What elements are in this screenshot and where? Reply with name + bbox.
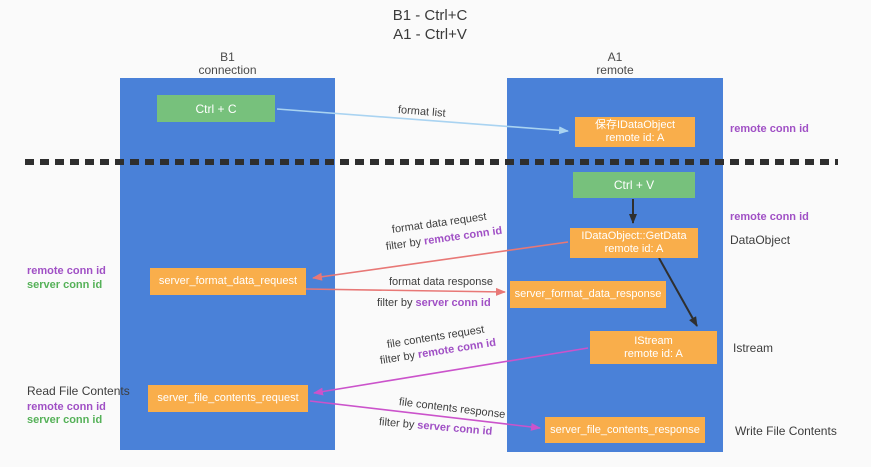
save-idataobject-box: 保存IDataObject remote id: A bbox=[575, 117, 695, 147]
filter-by-text: filter by bbox=[379, 349, 416, 367]
right-column-header: A1 remote bbox=[507, 51, 723, 77]
server-format-data-response-box: server_format_data_response bbox=[510, 281, 666, 308]
server-conn-id-left-label-2: server conn id bbox=[27, 414, 103, 426]
server-format-data-request-label: server_format_data_request bbox=[158, 275, 298, 287]
istream-side-label: Istream bbox=[733, 341, 774, 355]
title-line-2: A1 - Ctrl+V bbox=[393, 26, 467, 43]
left-column-subtitle: connection bbox=[198, 63, 257, 77]
file-contents-response-arrow-label: file contents response bbox=[398, 396, 506, 421]
save-idataobject-line1: 保存IDataObject bbox=[594, 119, 676, 131]
filter-by-text: filter by bbox=[377, 297, 413, 309]
ctrl-v-box: Ctrl + V bbox=[573, 172, 695, 198]
save-idataobject-line2: remote id: A bbox=[605, 132, 665, 144]
left-column-name: B1 bbox=[220, 50, 235, 64]
ctrl-c-box: Ctrl + C bbox=[157, 95, 275, 122]
server-file-contents-request-box: server_file_contents_request bbox=[148, 385, 308, 412]
remote-conn-id-side-label-top: remote conn id bbox=[730, 123, 809, 135]
remote-conn-id-left-label-1: remote conn id bbox=[27, 265, 106, 277]
ctrl-c-label: Ctrl + C bbox=[195, 101, 237, 116]
server-file-contents-response-box: server_file_contents_response bbox=[545, 417, 705, 443]
write-file-contents-side-label: Write File Contents bbox=[735, 424, 837, 438]
format-list-arrow-label: format list bbox=[397, 104, 447, 120]
server-format-data-request-box: server_format_data_request bbox=[150, 268, 306, 295]
server-format-data-response-label: server_format_data_response bbox=[514, 288, 662, 300]
dataobject-side-label: DataObject bbox=[730, 233, 791, 247]
getdata-line2: remote id: A bbox=[604, 243, 664, 255]
format-data-response-arrow-label: format data response bbox=[389, 276, 493, 288]
server-file-contents-response-label: server_file_contents_response bbox=[550, 423, 700, 436]
remote-conn-id-left-label-2: remote conn id bbox=[27, 401, 106, 413]
read-file-contents-side-label: Read File Contents bbox=[27, 384, 130, 398]
filter-by-text: filter by bbox=[378, 416, 415, 432]
filter-by-text: filter by bbox=[385, 236, 422, 253]
istream-line1: IStream bbox=[634, 334, 673, 347]
ctrl-v-label: Ctrl + V bbox=[613, 178, 655, 192]
server-conn-id-left-label-1: server conn id bbox=[27, 279, 103, 291]
right-column-subtitle: remote bbox=[596, 63, 634, 77]
copy-paste-divider-line bbox=[25, 159, 838, 165]
getdata-line1: IDataObject::GetData bbox=[581, 230, 687, 242]
diagram-title: B1 - Ctrl+C A1 - Ctrl+V bbox=[0, 6, 860, 44]
right-column-name: A1 bbox=[607, 50, 623, 64]
server-file-contents-request-label: server_file_contents_request bbox=[157, 392, 299, 404]
remote-conn-id-side-label-mid: remote conn id bbox=[730, 211, 809, 223]
idataobject-getdata-box: IDataObject::GetData remote id: A bbox=[570, 228, 698, 258]
left-column-header: B1 connection bbox=[120, 51, 335, 77]
format-data-response-arrow bbox=[305, 287, 506, 296]
server-conn-id-text: server conn id bbox=[415, 297, 491, 309]
istream-box: IStream remote id: A bbox=[590, 331, 717, 364]
istream-line2: remote id: A bbox=[624, 347, 683, 360]
server-conn-id-text: server conn id bbox=[416, 419, 493, 438]
title-line-1: B1 - Ctrl+C bbox=[392, 7, 468, 24]
